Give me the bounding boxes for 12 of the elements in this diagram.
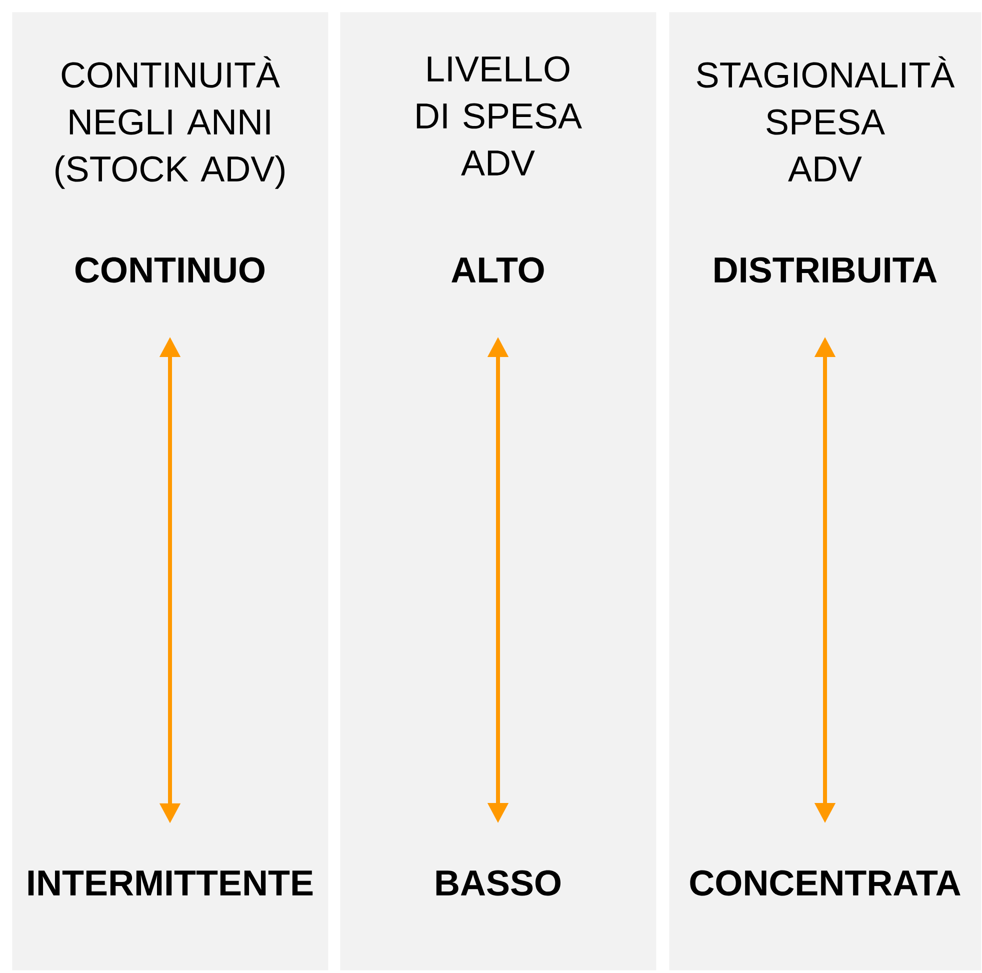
scale-label: CONCENTRATA — [690, 870, 960, 896]
column-panel — [12, 12, 328, 970]
scale-label: CONTINUO — [75, 257, 264, 283]
column-panel — [669, 12, 982, 970]
scale-label: ALTO — [452, 257, 544, 283]
heading: STAGIONALITÀ SPESA ADV — [696, 56, 955, 182]
column-panel — [340, 12, 656, 970]
heading: CONTINUITÀ NEGLI ANNI (STOCK ADV) — [56, 56, 284, 189]
heading: LIVELLO DI SPESA ADV — [416, 56, 582, 176]
scale-label: DISTRIBUITA — [714, 257, 937, 283]
scale-label: BASSO — [436, 870, 560, 896]
scale-label: INTERMITTENTE — [28, 870, 313, 896]
